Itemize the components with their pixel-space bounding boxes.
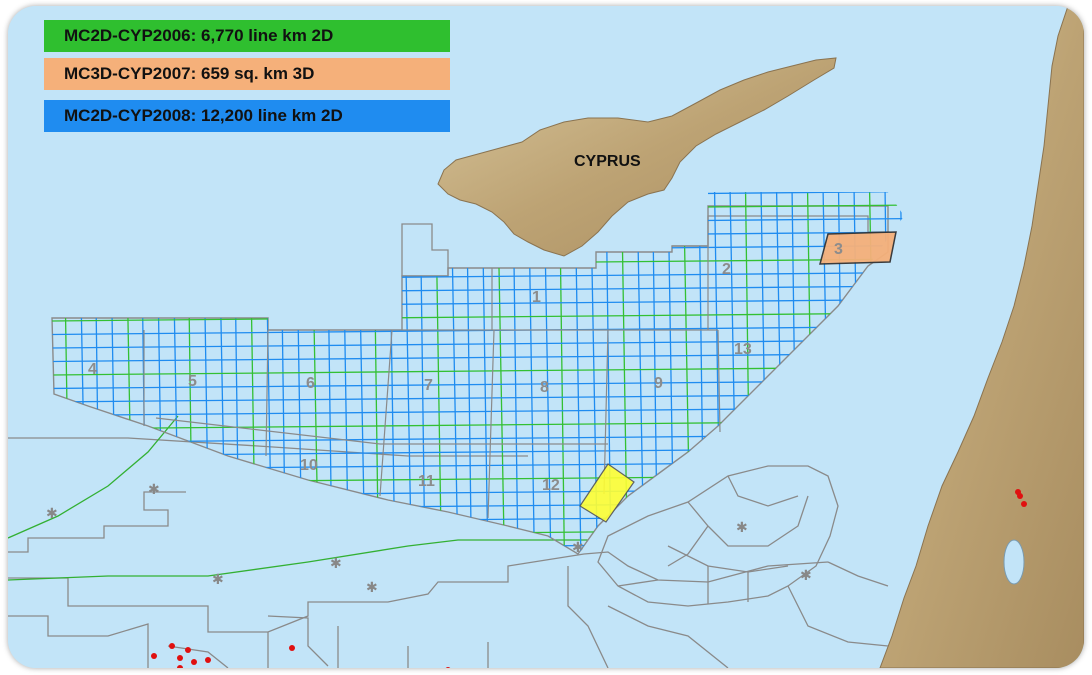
survey-line-horizontal — [52, 339, 904, 349]
star-icon: ✱ — [46, 506, 58, 522]
well-markers: ✱ ✱ ✱ ✱ ✱ ✱ ✱ ✱ — [46, 482, 812, 596]
legend-survey-2007: MC3D-CYP2007: 659 sq. km 3D — [44, 58, 450, 90]
star-icon: ✱ — [212, 572, 224, 588]
star-icon: ✱ — [800, 568, 812, 584]
star-icon: ✱ — [736, 520, 748, 536]
legend-survey-2008: MC2D-CYP2008: 12,200 line km 2D — [44, 100, 450, 132]
survey-line-horizontal — [52, 352, 904, 363]
block-label-12: 12 — [542, 477, 560, 494]
block-label-2: 2 — [722, 261, 731, 278]
field-dots — [151, 489, 1027, 668]
block-label-10: 10 — [300, 457, 318, 474]
lake — [1003, 539, 1025, 585]
levant-land — [879, 6, 1084, 668]
legend-survey-2006: MC2D-CYP2006: 6,770 line km 2D — [44, 20, 450, 52]
star-icon: ✱ — [572, 540, 584, 556]
block-boundaries — [143, 246, 721, 519]
block-label-3: 3 — [834, 241, 843, 258]
survey-line-horizontal — [52, 366, 904, 376]
legend-survey-2008-label: MC2D-CYP2008: 12,200 line km 2D — [64, 106, 343, 125]
block-label-7: 7 — [424, 377, 433, 394]
cyprus-island — [437, 57, 837, 257]
block-label-6: 6 — [306, 375, 315, 392]
survey-line-horizontal — [52, 312, 904, 322]
legend-survey-2007-label: MC3D-CYP2007: 659 sq. km 3D — [64, 64, 315, 83]
highlight-block — [579, 463, 635, 523]
block-label-1: 1 — [532, 289, 541, 306]
pipeline-lines — [8, 415, 588, 581]
survey-3d-area — [819, 231, 897, 265]
block-label-13: 13 — [734, 341, 752, 358]
block-label-4: 4 — [88, 361, 97, 378]
country-label-cyprus: CYPRUS — [574, 153, 641, 170]
legend-survey-2006-label: MC2D-CYP2006: 6,770 line km 2D — [64, 26, 334, 45]
block-label-9: 9 — [654, 375, 663, 392]
block-label-11: 11 — [418, 473, 435, 490]
star-icon: ✱ — [148, 482, 160, 498]
star-icon: ✱ — [330, 556, 342, 572]
block-label-8: 8 — [540, 379, 549, 396]
map-frame: 1 2 3 4 5 6 7 8 9 10 11 12 13 CYPRUS ✱ ✱… — [8, 6, 1084, 668]
survey-area-outline — [51, 205, 889, 555]
block-label-5: 5 — [188, 373, 197, 390]
star-icon: ✱ — [366, 580, 378, 596]
